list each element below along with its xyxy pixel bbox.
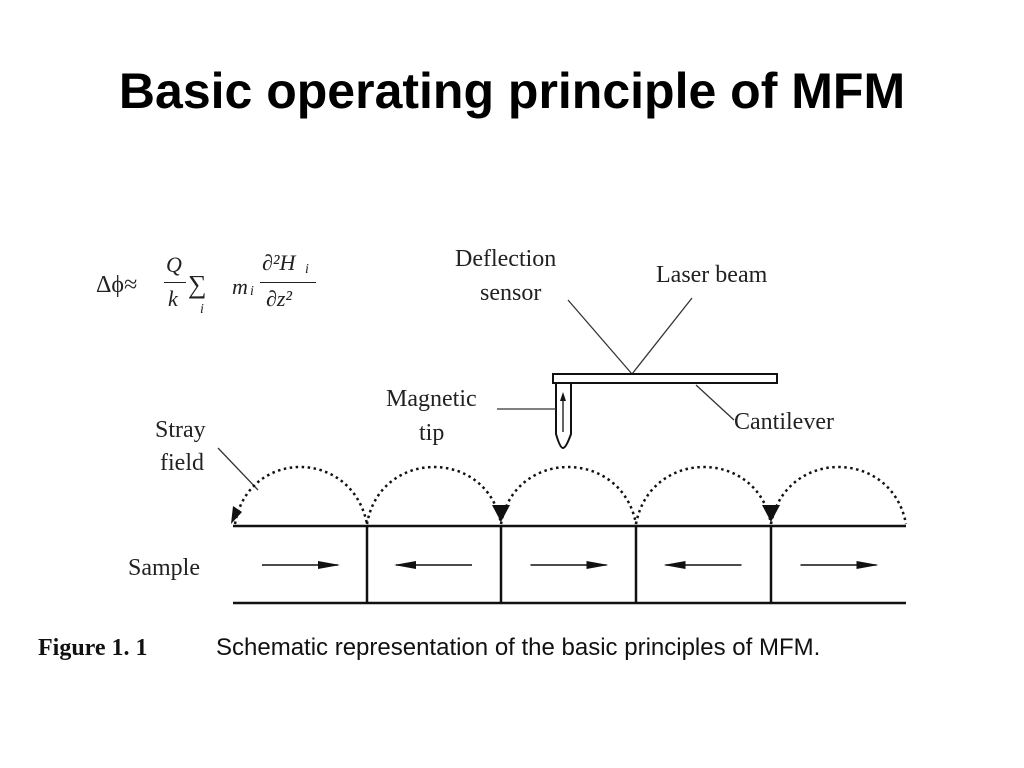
deflection-sensor-line [567, 299, 633, 375]
stray-field-leader [217, 447, 259, 491]
formula-dz2: ∂z² [266, 286, 293, 311]
label-cantilever: Cantilever [734, 409, 834, 435]
mfm-phase-shift-formula: Δϕ≈ Q k ∑ i m i ∂²H i ∂z² [96, 248, 336, 318]
label-laser-beam: Laser beam [656, 262, 768, 288]
label-deflection-sensor-line2: sensor [480, 280, 541, 306]
formula-fraction-bar-1 [164, 282, 186, 283]
cantilever-leader [695, 384, 735, 421]
stray-field-arc [769, 465, 908, 525]
figure-caption-text: Schematic representation of the basic pr… [216, 634, 821, 661]
label-sample: Sample [128, 555, 200, 581]
stray-field-arc [233, 465, 369, 525]
formula-d2h: ∂²H [262, 250, 296, 275]
laser-beam-line [631, 297, 693, 375]
stray-field-arc [499, 465, 638, 525]
stray-field-arrowhead [762, 505, 780, 522]
formula-q: Q [166, 252, 182, 277]
cantilever [552, 373, 778, 384]
stray-field-arc [365, 465, 503, 525]
figure-caption: Figure 1. 1 Schematic representation of t… [38, 634, 1018, 662]
formula-d2h-sub: i [305, 262, 309, 277]
formula-moment-sub: i [250, 284, 254, 299]
figure-number: Figure 1. 1 [38, 635, 148, 661]
label-stray-field-line2: field [160, 450, 204, 476]
slide-title: Basic operating principle of MFM [118, 63, 906, 119]
stray-field-arc [634, 465, 773, 525]
label-magnetic-tip-line1: Magnetic [386, 386, 477, 412]
formula-sum-sign: ∑ [188, 270, 207, 299]
formula-fraction-bar-2 [260, 282, 316, 283]
label-magnetic-tip-line2: tip [419, 420, 444, 446]
stray-field-arrowhead [231, 506, 242, 524]
label-stray-field-line1: Stray [155, 417, 206, 443]
stray-field-arcs [233, 465, 908, 525]
formula-lhs: Δϕ≈ [96, 272, 138, 298]
label-deflection-sensor-line1: Deflection [455, 246, 556, 272]
tip-magnetization-arrowhead [560, 392, 566, 401]
stray-field-arrowhead [492, 505, 510, 522]
formula-k: k [168, 286, 178, 311]
formula-sum-index: i [200, 302, 204, 317]
formula-moment: m [232, 274, 248, 299]
